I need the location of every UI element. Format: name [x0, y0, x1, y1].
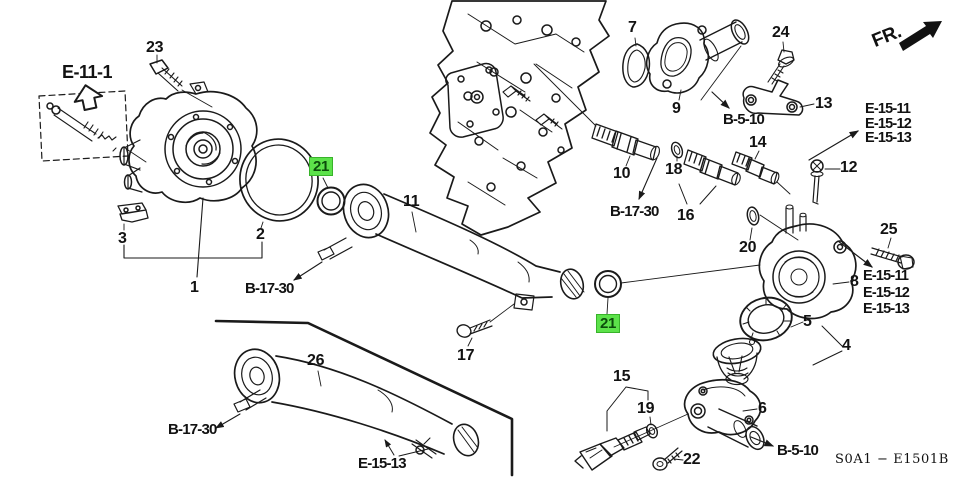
clamp-3-drawing — [117, 202, 149, 231]
ref-label-b-17-30-middle: B-17-30 — [610, 203, 659, 220]
o-ring-21-right-drawing — [594, 264, 761, 315]
ref-label-e-15-13-bottom: E-15-13 — [358, 455, 407, 472]
thermostat-4-drawing — [712, 325, 844, 386]
ref-label-b-17-30-bottom: B-17-30 — [168, 421, 217, 438]
o-ring-20-drawing — [746, 206, 760, 241]
sensor-15-drawing — [574, 386, 689, 471]
stay-13-drawing — [742, 79, 815, 116]
callout-26: 26 — [307, 352, 325, 369]
ref-label-e-15-13: E-15-13 — [863, 301, 910, 317]
callout-24: 24 — [772, 24, 790, 41]
callout-16: 16 — [677, 207, 695, 224]
gasket-2-drawing — [239, 138, 319, 229]
thermostat-cover-6-drawing — [683, 378, 775, 451]
callout-12: 12 — [840, 159, 858, 176]
callout-7: 7 — [628, 19, 637, 36]
water-pipe-11-drawing — [293, 183, 585, 311]
water-passage-9-drawing — [645, 19, 750, 101]
b-5-10-top-arrow — [711, 91, 730, 109]
ref-label-e-15-13: E-15-13 — [865, 130, 912, 146]
callout-5: 5 — [803, 313, 812, 330]
thermostat-housing-8-drawing — [758, 204, 857, 320]
seal-ring-5-drawing — [739, 296, 804, 342]
ref-label-e-15-group-top: E-15-11 E-15-12 E-15-13 — [865, 101, 912, 146]
ref-label-e-15-11: E-15-11 — [863, 268, 909, 284]
e-11-1-direction-arrow-icon — [73, 84, 104, 111]
sensor-10-drawing — [591, 123, 661, 201]
callout-19: 19 — [637, 400, 655, 417]
washer-18-drawing — [670, 141, 684, 162]
callout-17: 17 — [457, 347, 475, 364]
sensor-14-drawing — [731, 150, 791, 195]
o-ring-21-left-drawing — [316, 177, 346, 216]
callout-14: 14 — [749, 134, 767, 151]
callout-6: 6 — [758, 400, 767, 417]
bolt-12-drawing — [810, 159, 841, 205]
gasket-7-drawing — [622, 37, 651, 88]
callout-23: 23 — [146, 39, 164, 56]
ref-label-e-15-11: E-15-11 — [865, 101, 911, 117]
ref-label-b-17-30-left: B-17-30 — [245, 280, 294, 297]
callout-21-highlighted-left[interactable]: 21 — [309, 157, 334, 176]
front-direction-arrow-icon — [899, 21, 942, 51]
sensor-16-drawing — [678, 149, 741, 205]
engine-block-drawing — [429, 0, 610, 236]
bolt-25-drawing — [870, 237, 915, 270]
diagram-code: S0A1 − E1501B — [835, 452, 949, 467]
bolt-22-drawing — [652, 447, 684, 471]
e-15-top-arrow — [808, 130, 860, 161]
washer-19-drawing — [645, 416, 659, 439]
bolt-24-drawing — [767, 41, 795, 85]
callout-8: 8 — [850, 273, 859, 290]
ref-label-e-11-1: E-11-1 — [62, 62, 113, 82]
callout-2: 2 — [256, 226, 265, 243]
ref-label-b-5-10-top: B-5-10 — [723, 111, 765, 128]
callout-21-highlighted-right[interactable]: 21 — [596, 314, 621, 333]
water-pipe-26-drawing — [215, 348, 480, 459]
callout-13: 13 — [815, 95, 833, 112]
callout-11: 11 — [403, 193, 420, 210]
callout-9: 9 — [672, 100, 681, 117]
callout-18: 18 — [665, 161, 683, 178]
callout-10: 10 — [613, 165, 631, 182]
callout-25: 25 — [880, 221, 898, 238]
callout-20: 20 — [739, 239, 757, 256]
callout-1: 1 — [190, 279, 199, 296]
section-divider-line — [214, 319, 514, 477]
callout-4: 4 — [842, 337, 851, 354]
ref-label-e-15-group-middle: E-15-11 E-15-12 E-15-13 — [863, 268, 910, 318]
callout-15: 15 — [613, 368, 631, 385]
bolt-17-drawing — [456, 303, 515, 347]
callout-22: 22 — [683, 451, 701, 468]
ref-label-e-15-12: E-15-12 — [865, 115, 912, 132]
water-pump-drawing — [119, 81, 263, 278]
ref-label-b-5-10-bottom: B-5-10 — [777, 442, 819, 459]
bolt-23-drawing — [149, 54, 213, 108]
ref-label-e-15-12: E-15-12 — [863, 284, 910, 301]
callout-3: 3 — [118, 230, 127, 247]
e-15-middle-arrow — [837, 240, 873, 268]
